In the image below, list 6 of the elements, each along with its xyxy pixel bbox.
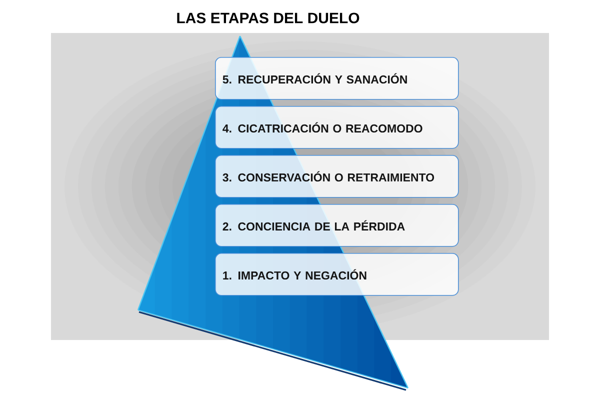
stage-box: 5. RECUPERACIÓN Y SANACIÓN (215, 57, 459, 100)
stage-box: 3. CONSERVACIÓN O RETRAIMIENTO (215, 155, 459, 198)
stage-box: 2. CONCIENCIA DE LA PÉRDIDA (215, 204, 459, 247)
stage-box: 1. IMPACTO Y NEGACIÓN (215, 253, 459, 296)
stage-box: 4. CICATRICACIÓN O REACOMODO (215, 106, 459, 149)
title: LAS ETAPAS DEL DUELO (177, 12, 360, 24)
